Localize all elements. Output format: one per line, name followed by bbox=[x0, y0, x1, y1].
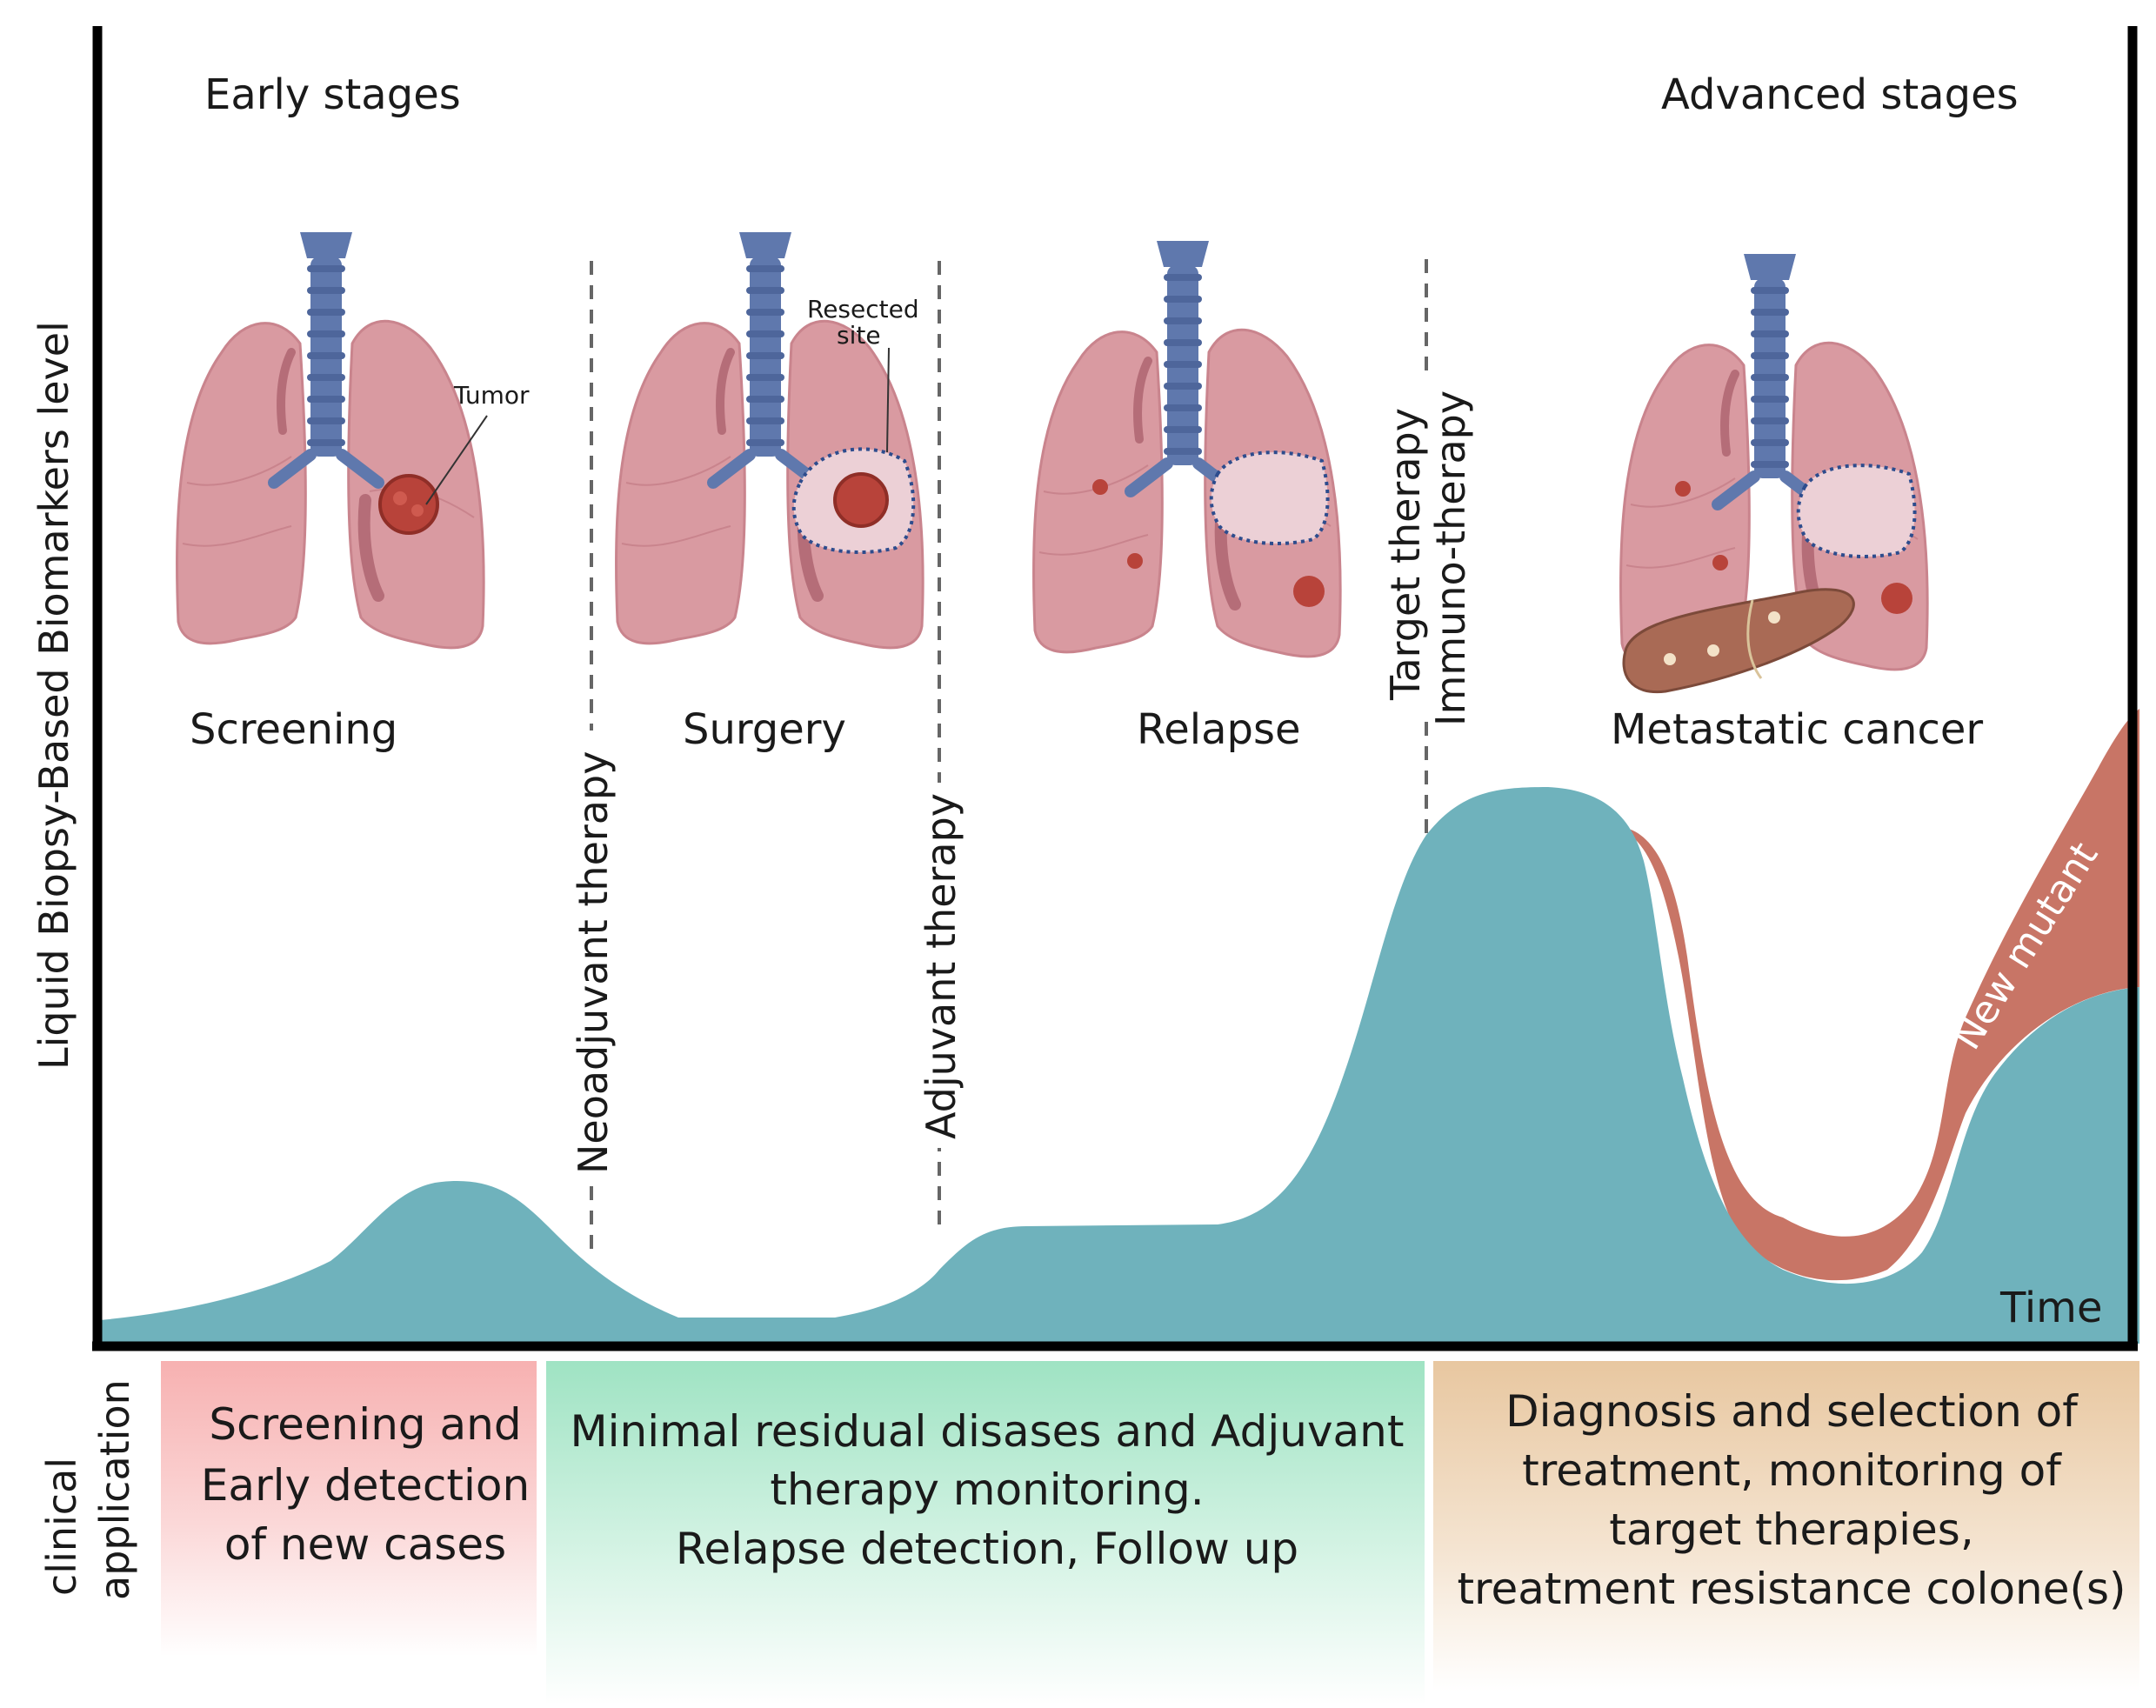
box1-line-3: of new cases bbox=[224, 1519, 506, 1570]
clinical-box-diagnosis bbox=[1433, 1361, 2139, 1691]
tumor-pointer-line bbox=[425, 415, 488, 505]
stage-metastatic-label: Metastatic cancer bbox=[1611, 705, 1983, 754]
new-mutant-area bbox=[1613, 709, 2139, 1281]
resected-label-line2: site bbox=[837, 321, 881, 350]
clinical-box-mrd-text: Minimal residual disases and Adjuvant th… bbox=[571, 1406, 1405, 1574]
box1-line-1: Screening and bbox=[209, 1399, 521, 1450]
advanced-stages-label: Advanced stages bbox=[1661, 70, 2019, 119]
box2-line-1: Minimal residual disases and Adjuvant bbox=[571, 1406, 1405, 1457]
stage-surgery-label: Surgery bbox=[683, 705, 846, 754]
stage-screening-label: Screening bbox=[190, 705, 397, 754]
neoadjuvant-label-bg bbox=[567, 731, 616, 1183]
early-stages-label: Early stages bbox=[204, 70, 461, 119]
box3-line-3: target therapies, bbox=[1609, 1505, 1974, 1555]
y-axis-label: Liquid Biopsy-Based Biomarkers level bbox=[30, 321, 77, 1070]
liver-icon bbox=[1622, 588, 1855, 694]
box3-line-2: treatment, monitoring of bbox=[1522, 1445, 2062, 1496]
clinical-box-screening bbox=[161, 1361, 537, 1657]
box2-line-3: Relapse detection, Follow up bbox=[676, 1524, 1298, 1574]
stage-relapse-label: Relapse bbox=[1137, 705, 1300, 754]
clinical-box-diagnosis-text: Diagnosis and selection of treatment, mo… bbox=[1457, 1386, 2126, 1614]
box1-line-2: Early detection bbox=[201, 1460, 530, 1511]
screening-lungs-illustration bbox=[177, 232, 484, 648]
clinical-box-mrd bbox=[546, 1361, 1425, 1705]
target-immuno-label-bg bbox=[1374, 374, 1478, 722]
box3-line-4: treatment resistance colone(s) bbox=[1457, 1564, 2126, 1614]
metastatic-lungs-illustration bbox=[1620, 254, 1927, 694]
clinical-label-line1: clinical bbox=[38, 1458, 85, 1596]
resected-label-line1: Resected bbox=[807, 295, 919, 324]
relapse-lungs-illustration bbox=[1033, 241, 1340, 657]
box3-line-1: Diagnosis and selection of bbox=[1505, 1386, 2079, 1437]
target-therapy-label: Target therapy bbox=[1382, 408, 1429, 701]
x-axis-label: Time bbox=[1999, 1284, 2102, 1332]
immuno-therapy-label: Immuno-therapy bbox=[1427, 390, 1474, 726]
tumor-mass-icon bbox=[378, 474, 439, 535]
neoadjuvant-therapy-label: Neoadjuvant therapy bbox=[570, 751, 617, 1174]
adjuvant-label-bg bbox=[915, 783, 964, 1148]
clinical-box-screening-text: Screening and Early detection of new cas… bbox=[201, 1399, 530, 1570]
adjuvant-therapy-label: Adjuvant therapy bbox=[918, 793, 965, 1139]
surgery-lungs-illustration bbox=[616, 232, 923, 648]
tumor-label: Tumor bbox=[453, 381, 530, 410]
clinical-label-line2: application bbox=[91, 1379, 138, 1600]
box2-line-2: therapy monitoring. bbox=[770, 1464, 1204, 1515]
resected-tumor-icon bbox=[833, 472, 889, 528]
resected-pointer-line bbox=[886, 347, 890, 453]
biomarker-level-area bbox=[100, 787, 2139, 1344]
